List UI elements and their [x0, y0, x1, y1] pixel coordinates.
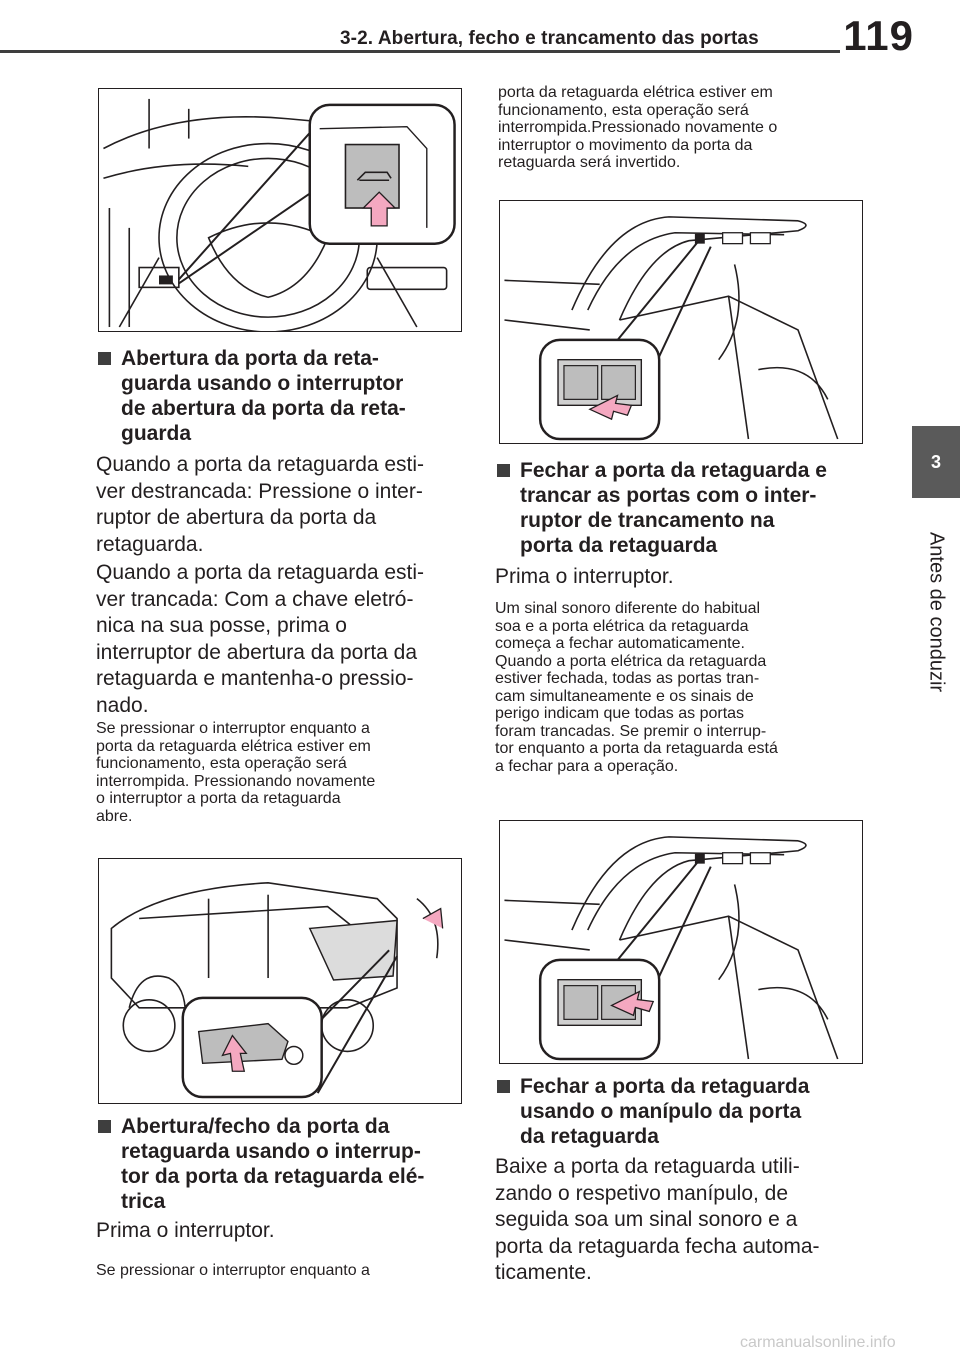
note-power-switch-continued: porta da retaguarda elétrica estiver em … [498, 84, 778, 171]
heading-bullet-icon [497, 1080, 510, 1093]
heading-bullet-icon [98, 1120, 111, 1133]
chapter-number: 3 [930, 451, 941, 472]
page-number: 119 [843, 12, 914, 59]
heading-bullet-icon [98, 352, 111, 365]
paragraph-press-lock-switch: Prima o interruptor. [495, 565, 674, 588]
chapter-label: Antes de conduzir [925, 531, 948, 693]
section-title: 3-2. Abertura, fecho e trancamento das p… [340, 28, 759, 49]
note-close-and-lock: Um sinal sonoro diferente do habitual so… [495, 600, 778, 775]
paragraph-unlocked: Quando a porta da retaguarda esti- ver d… [96, 453, 425, 556]
heading-bullet-icon [497, 464, 510, 477]
header-rule [0, 50, 840, 53]
heading-power-switch: Abertura/fecho da porta da retaguarda us… [96, 1114, 461, 1214]
illustration-tailgate-lock-switch-2 [499, 820, 863, 1064]
note-power-switch-start: Se pressionar o interruptor enquanto a [96, 1262, 370, 1279]
open-tailgate-illustration [504, 216, 839, 441]
paragraph-press-switch: Prima o interruptor. [96, 1219, 275, 1242]
dashboard-illustration [103, 98, 456, 331]
heading-close-with-handle: Fechar a porta da retaguarda usando o ma… [495, 1074, 860, 1149]
paragraph-close-with-handle: Baixe a porta da retaguarda utili- zando… [495, 1155, 820, 1285]
open-tailgate-illustration-2 [504, 836, 839, 1061]
note-opening: Se pressionar o interruptor enquanto a p… [96, 720, 376, 825]
chapter-tab[interactable]: 3 [912, 426, 960, 498]
footer-watermark: carmanualsonline.info [740, 1334, 896, 1351]
suv-rear-illustration [110, 882, 444, 1099]
heading-close-and-lock: Fechar a porta da retaguarda e trancar a… [495, 458, 860, 558]
heading-switch-opening: Abertura da porta da reta- guarda usando… [96, 346, 461, 446]
paragraph-locked: Quando a porta da retaguarda esti- ver t… [96, 561, 425, 717]
illustration-tailgate-lock-switch-1 [499, 200, 863, 444]
illustration-tailgate-switch [98, 858, 462, 1104]
illustration-dashboard-switch [98, 88, 462, 332]
